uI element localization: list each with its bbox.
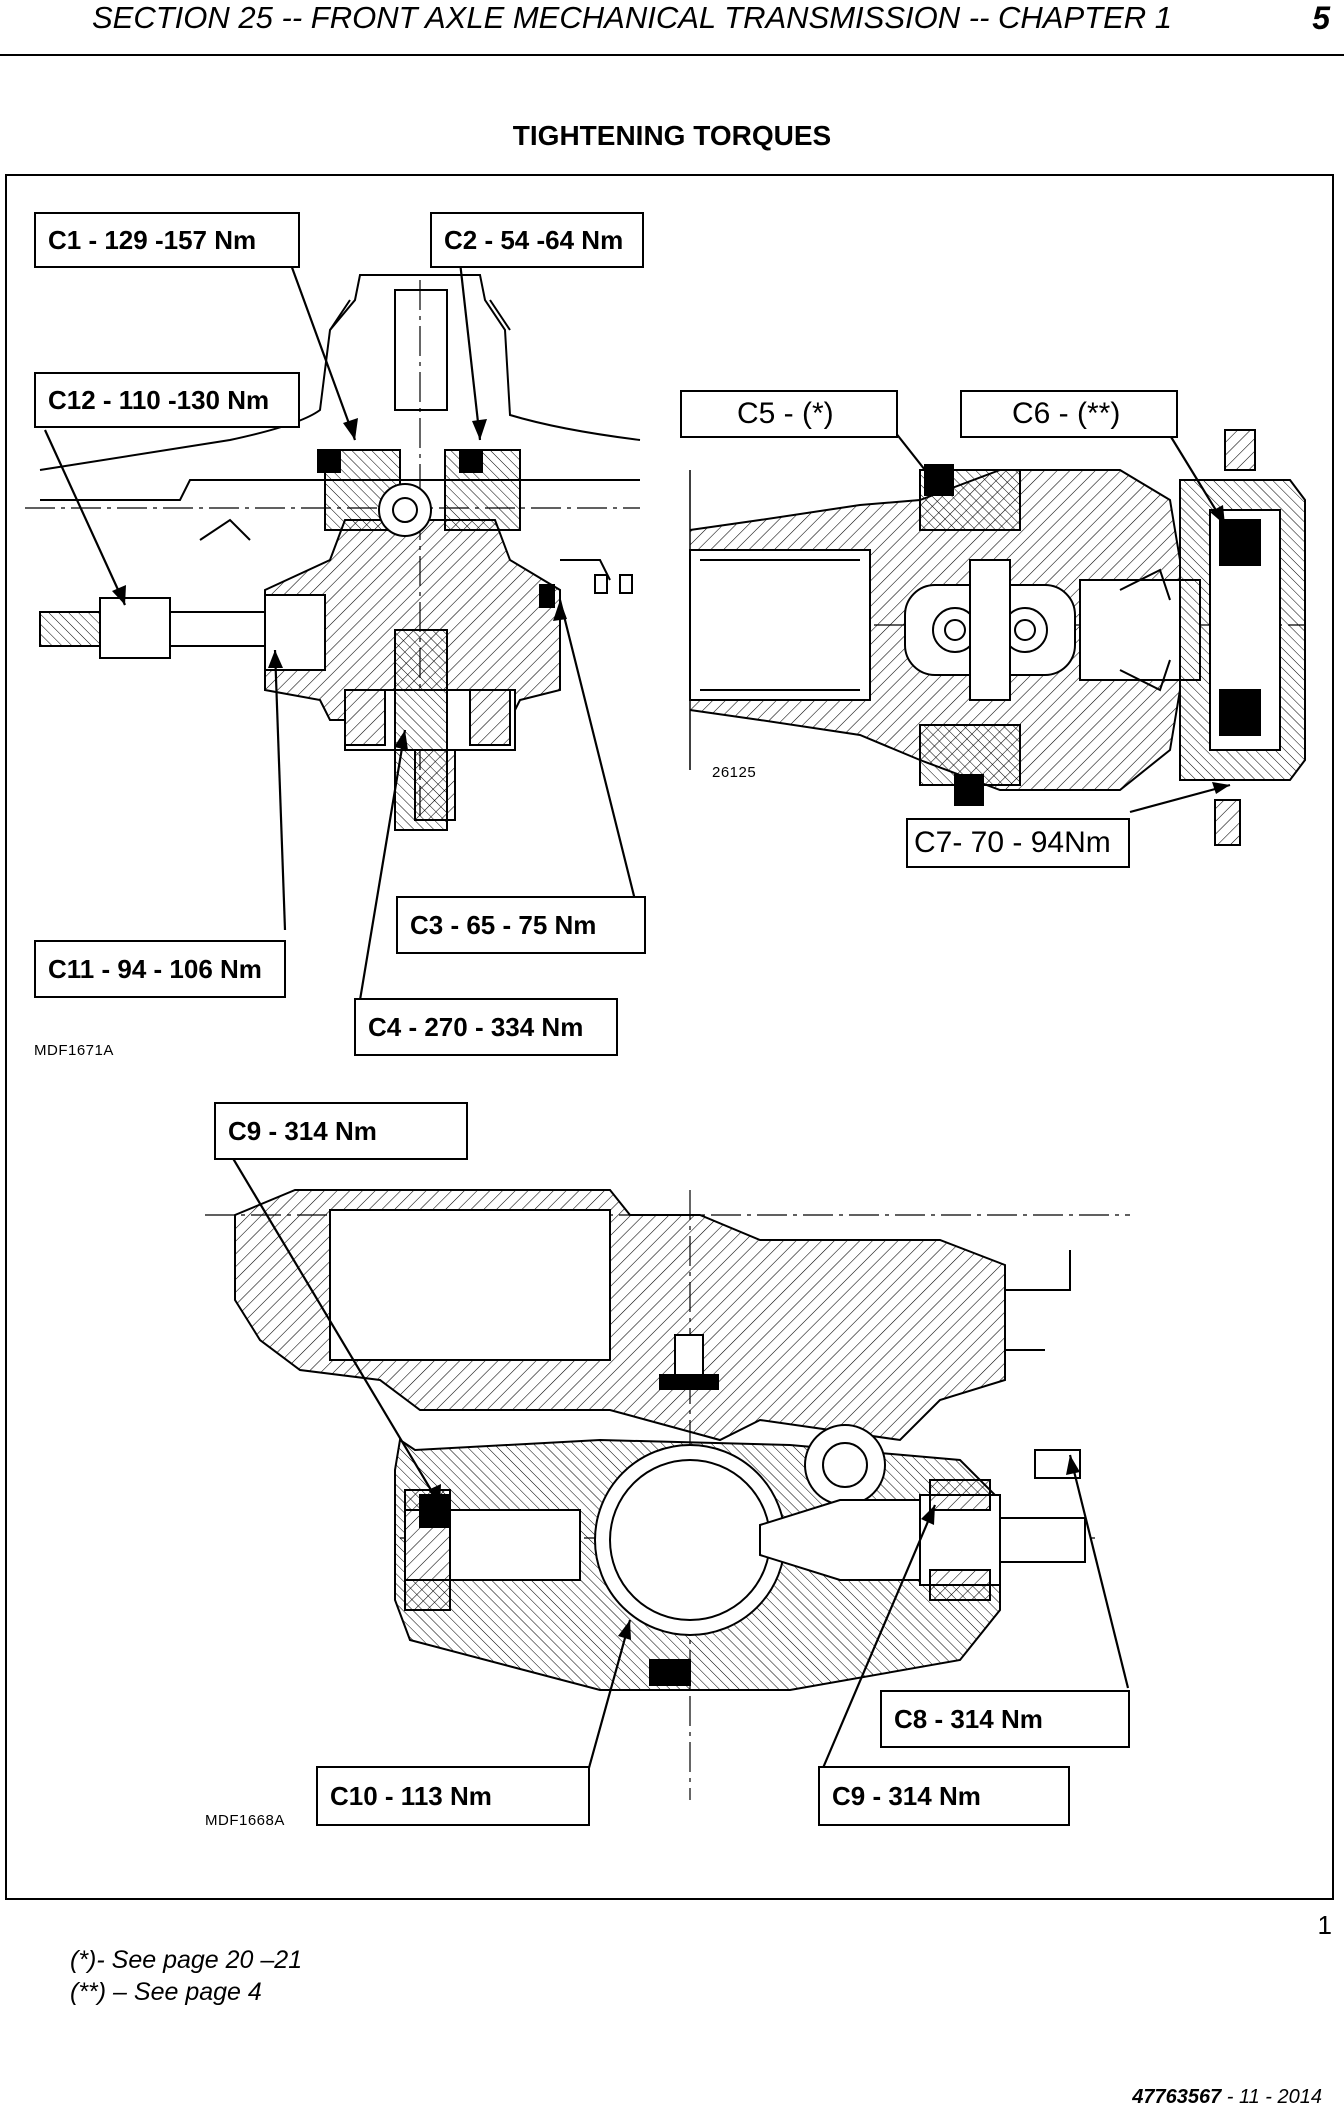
document-number: 47763567	[1132, 2086, 1222, 2108]
footnote-2: (**) – See page 4	[70, 1978, 262, 2006]
callout-c5: C5 - (*)	[680, 390, 898, 438]
wheel-hub-section-drawing	[689, 429, 1306, 846]
axle-casing-section-drawing	[205, 1189, 1130, 1800]
callout-c1: C1 - 129 -157 Nm	[34, 212, 300, 268]
figure-code-top-right: 26125	[712, 764, 757, 781]
page-header: SECTION 25 -- FRONT AXLE MECHANICAL TRAN…	[0, 0, 1344, 56]
footnote-1: (*)- See page 20 –21	[70, 1946, 303, 1974]
callout-c2: C2 - 54 -64 Nm	[430, 212, 644, 268]
callout-c3: C3 - 65 - 75 Nm	[396, 896, 646, 954]
page-title: TIGHTENING TORQUES	[512, 120, 832, 151]
callout-c9-top: C9 - 314 Nm	[214, 1102, 468, 1160]
callout-c4: C4 - 270 - 334 Nm	[354, 998, 618, 1056]
callout-c12: C12 - 110 -130 Nm	[34, 372, 300, 428]
callout-c8: C8 - 314 Nm	[880, 1690, 1130, 1748]
section-title: SECTION 25 -- FRONT AXLE MECHANICAL TRAN…	[92, 0, 1172, 35]
figure-code-bottom: MDF1668A	[205, 1812, 285, 1829]
callout-c11: C11 - 94 - 106 Nm	[34, 940, 286, 998]
figure-code-top-left: MDF1671A	[34, 1042, 114, 1059]
callout-c9-bottom: C9 - 314 Nm	[818, 1766, 1070, 1826]
figure-number: 1	[1317, 1910, 1332, 1940]
leader-lines	[43, 261, 1231, 1776]
arrow-heads	[112, 418, 1230, 1640]
page-footer: 47763567 - 11 - 2014	[1132, 2086, 1322, 2109]
callout-c6: C6 - (**)	[960, 390, 1178, 438]
footer-revision: - 11 - 2014	[1221, 2086, 1322, 2108]
front-axle-section-drawing	[25, 274, 641, 831]
callout-c10: C10 - 113 Nm	[316, 1766, 590, 1826]
page-number: 5	[1312, 0, 1330, 36]
figure-frame	[5, 174, 1334, 1900]
callout-c7: C7- 70 - 94Nm	[906, 818, 1130, 868]
